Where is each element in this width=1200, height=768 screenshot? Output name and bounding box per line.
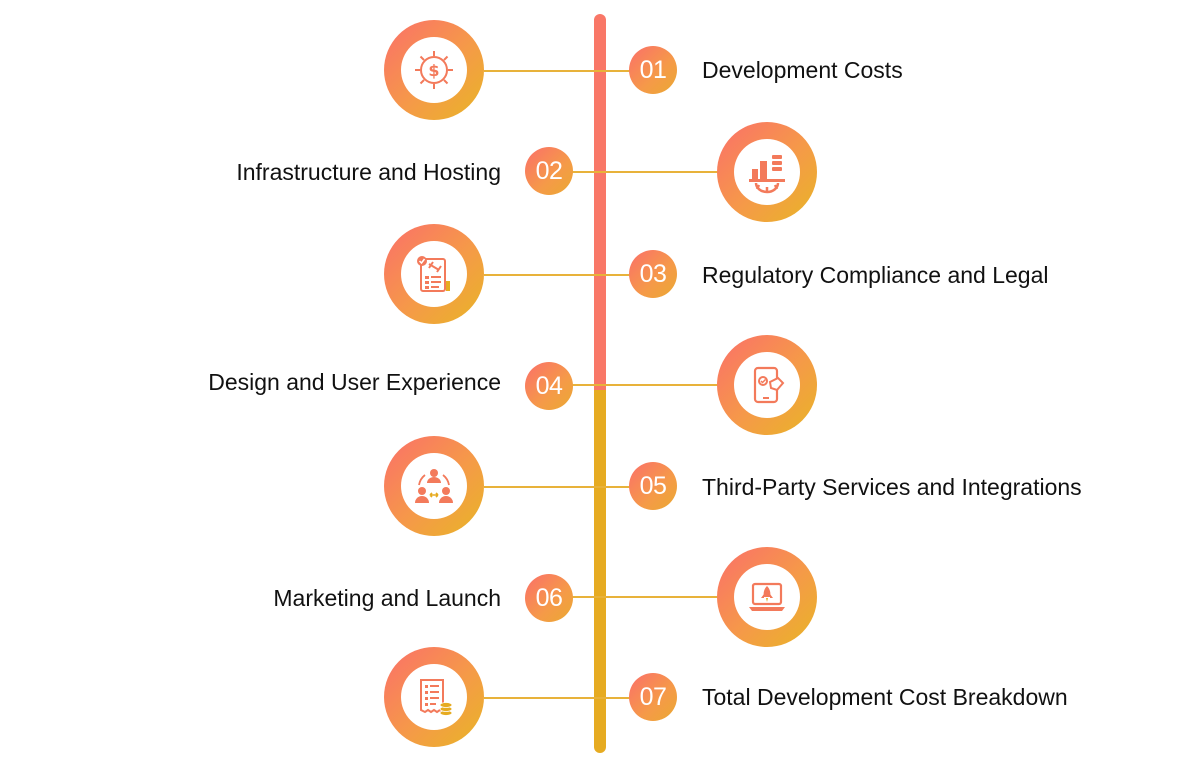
step-06-number: 06 <box>525 574 573 622</box>
step-03-number: 03 <box>629 250 677 298</box>
step-07-label: Total Development Cost Breakdown <box>702 684 1068 710</box>
step-06-icon-circle <box>717 547 817 647</box>
step-02-label: Infrastructure and Hosting <box>236 159 501 185</box>
step-04-icon-circle <box>717 335 817 435</box>
step-07-number: 07 <box>629 673 677 721</box>
step-03-label: Regulatory Compliance and Legal <box>702 262 1049 288</box>
step-04-number: 04 <box>525 362 573 410</box>
tablet-touch-icon <box>753 366 785 404</box>
server-buildings-icon <box>749 155 785 194</box>
step-02-icon-circle <box>717 122 817 222</box>
step-05-label: Third-Party Services and Integrations <box>702 474 1082 500</box>
connector-05 <box>484 486 634 488</box>
step-01-number: 01 <box>629 46 677 94</box>
connector-04 <box>572 384 720 386</box>
receipt-coins-icon <box>420 679 453 716</box>
step-05-number: 05 <box>629 462 677 510</box>
step-01-icon-circle: $ <box>384 20 484 120</box>
timeline-spine-top <box>594 14 606 404</box>
gear-dollar-icon: $ <box>415 51 453 89</box>
connector-06 <box>572 596 720 598</box>
step-04-label: Design and User Experience <box>208 369 501 395</box>
timeline-spine-bottom <box>594 390 606 753</box>
people-exchange-icon <box>415 469 453 503</box>
connector-07 <box>484 697 634 699</box>
connector-02 <box>572 171 720 173</box>
svg-text:$: $ <box>428 61 439 80</box>
laptop-rocket-icon <box>749 582 785 611</box>
step-07-icon-circle <box>384 647 484 747</box>
step-06-label: Marketing and Launch <box>273 585 501 611</box>
connector-03 <box>484 274 634 276</box>
step-05-icon-circle <box>384 436 484 536</box>
step-03-icon-circle <box>384 224 484 324</box>
step-01-label: Development Costs <box>702 57 903 83</box>
step-02-number: 02 <box>525 147 573 195</box>
connector-01 <box>484 70 634 72</box>
legal-document-gavel-icon <box>417 256 450 292</box>
